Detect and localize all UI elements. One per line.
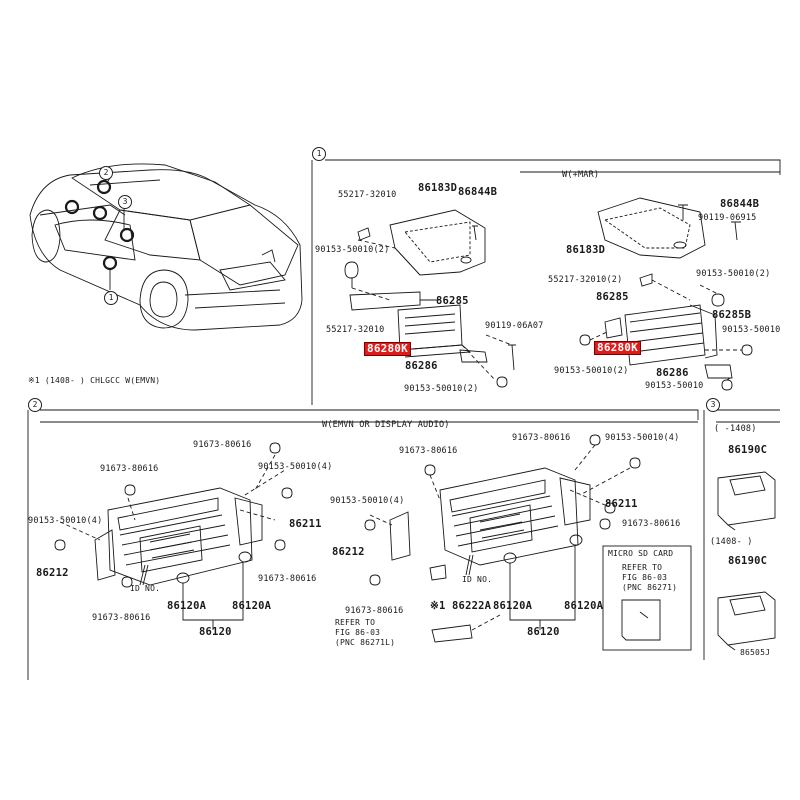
car-callout-1: 1	[104, 291, 118, 305]
car-drawing	[29, 163, 303, 331]
section-2-variant-label: W(EMVN OR DISPLAY AUDIO)	[322, 420, 450, 430]
part-label: 91673-80616	[512, 433, 571, 443]
refer-note-line: FIG 86-03	[335, 628, 381, 637]
part-label: 90153-50010(4)	[28, 516, 103, 526]
micro-sd-title: MICRO SD CARD	[608, 549, 674, 558]
part-label: 86190C	[728, 444, 768, 456]
part-label: 91673-80616	[92, 613, 151, 623]
part-label: 91673-80616	[399, 446, 458, 456]
part-label: ID NO.	[462, 575, 493, 584]
part-label: 86285B	[712, 309, 752, 321]
section-3-number: 3	[706, 398, 720, 412]
part-label: 90153-50010(4)	[605, 433, 680, 443]
part-label: 90119-06A07	[485, 321, 544, 331]
part-label: 86844B	[720, 198, 760, 210]
part-label: 86183D	[418, 182, 458, 194]
section-1-variant-label: W(+MAR)	[562, 170, 600, 180]
part-label: 86211	[605, 498, 638, 510]
refer-note-left: REFER TO FIG 86-03 (PNC 86271L)	[335, 618, 395, 648]
part-label: 90153-50010	[645, 381, 704, 391]
part-label: 86286	[656, 367, 689, 379]
section-1-number: 1	[312, 147, 326, 161]
part-label: 86285	[596, 291, 629, 303]
refer-note-line: (PNC 86271L)	[335, 638, 396, 647]
part-label: 91673-80616	[193, 440, 252, 450]
part-label: 86286	[405, 360, 438, 372]
part-label: 86212	[36, 567, 69, 579]
refer-note-line: (PNC 86271)	[622, 583, 678, 592]
part-label: 86120	[527, 626, 560, 638]
part-label: 86120	[199, 626, 232, 638]
part-label: 90119-06915	[698, 213, 757, 223]
part-label: 55217-32010(2)	[548, 275, 623, 285]
part-label: 91673-80616	[345, 606, 404, 616]
part-label: ID NO.	[130, 584, 161, 593]
part-label: 86190C	[728, 555, 768, 567]
part-label: 55217-32010	[326, 325, 385, 335]
part-label: 86212	[332, 546, 365, 558]
part-label: 86285	[436, 295, 469, 307]
part-label: 86120A	[564, 600, 604, 612]
part-label: 91673-80616	[258, 574, 317, 584]
section-3-top-range: ( -1408)	[714, 424, 757, 434]
part-label: 55217-32010	[338, 190, 397, 200]
car-callout-2: 2	[99, 166, 113, 180]
part-label: 86120A	[493, 600, 533, 612]
section-1-footnote: ※1 (1408- ) CHLGCC W(EMVN)	[28, 376, 161, 385]
refer-note-line: FIG 86-03	[622, 573, 668, 582]
diagram-id: 86505J	[740, 648, 771, 657]
part-label: ※1 86222A	[430, 600, 492, 612]
part-label: 86211	[289, 518, 322, 530]
part-label-highlighted[interactable]: 86280K	[364, 342, 411, 356]
part-label: 90153-50010(2)	[404, 384, 479, 394]
part-label: 90153-50010(4)	[258, 462, 333, 472]
refer-note-line: REFER TO	[622, 563, 663, 572]
part-label: 91673-80616	[100, 464, 159, 474]
part-label: 90153-50010(2)	[554, 366, 629, 376]
part-label: 86844B	[458, 186, 498, 198]
part-label: 90153-50010	[722, 325, 781, 335]
part-label: 90153-50010(2)	[315, 245, 390, 255]
part-label: 86183D	[566, 244, 606, 256]
part-label: 90153-50010(4)	[330, 496, 405, 506]
part-label: 90153-50010(2)	[696, 269, 771, 279]
part-label: 91673-80616	[622, 519, 681, 529]
refer-note-line: REFER TO	[335, 618, 376, 627]
part-label-highlighted[interactable]: 86280K	[594, 341, 641, 355]
section-3-bottom-range: (1408- )	[710, 537, 753, 547]
car-callout-3: 3	[118, 195, 132, 209]
part-label: 86120A	[167, 600, 207, 612]
part-label: 86120A	[232, 600, 272, 612]
section-2-number: 2	[28, 398, 42, 412]
micro-sd-refer-note: REFER TO FIG 86-03 (PNC 86271)	[622, 563, 677, 593]
